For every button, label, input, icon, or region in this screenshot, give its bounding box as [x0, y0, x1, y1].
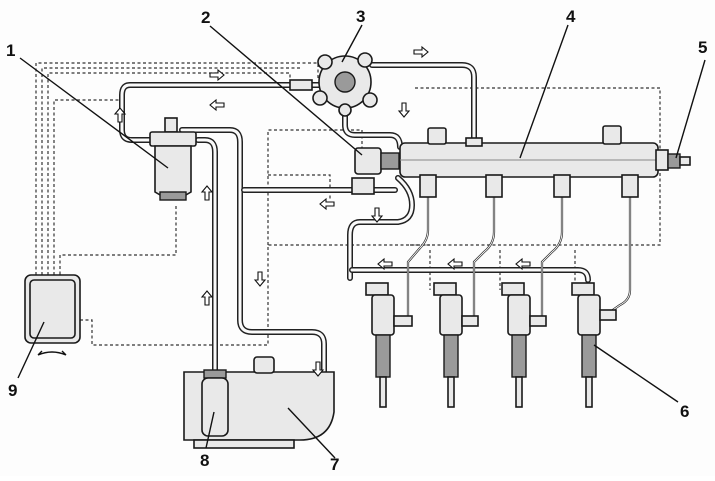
pressure-sensor-icon: [667, 153, 691, 169]
flow-arrows: [113, 45, 531, 377]
ecu-icon: [24, 274, 81, 356]
fuel-filter-icon: [149, 117, 197, 201]
high-pressure-pump-icon: [289, 52, 378, 117]
callout-9: 9: [8, 381, 18, 400]
callout-7: 7: [330, 455, 340, 474]
callout-3: 3: [356, 7, 366, 26]
callout-4: 4: [566, 7, 576, 26]
callout-2: 2: [201, 8, 211, 27]
pressure-regulator-icon: [354, 147, 400, 175]
callout-1: 1: [6, 41, 16, 60]
common-rail-icon: [351, 125, 669, 198]
fuel-pump-icon: [201, 369, 229, 437]
leader-lines: [17, 24, 706, 459]
injector-icon: [365, 282, 617, 408]
injector-lines: [406, 190, 632, 318]
fuel-lines: [119, 62, 591, 388]
callout-5: 5: [698, 38, 708, 57]
callout-6: 6: [680, 402, 690, 421]
callout-8: 8: [200, 451, 210, 470]
